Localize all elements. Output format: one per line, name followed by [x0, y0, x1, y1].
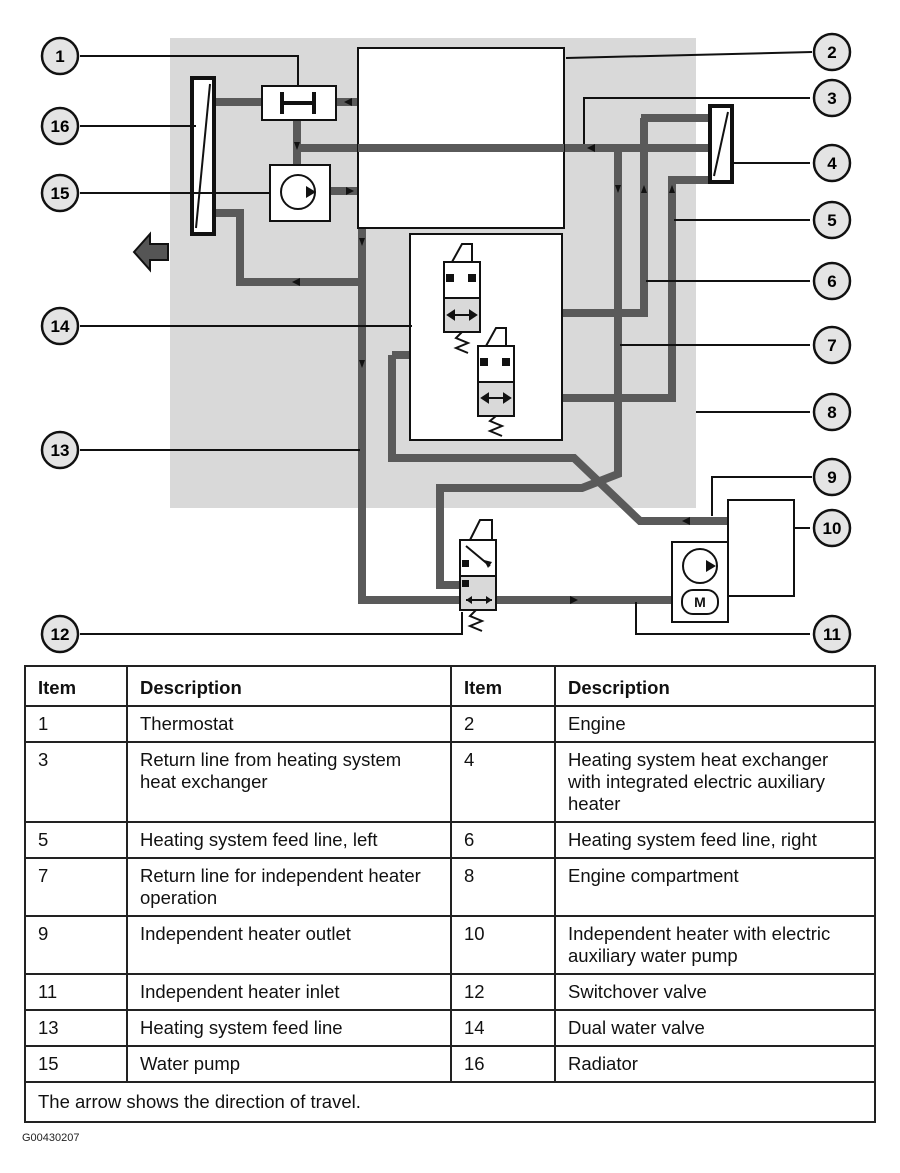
- item-description: Return line for independent heater opera…: [126, 857, 452, 917]
- item-description: Engine compartment: [554, 857, 876, 917]
- item-description: Dual water valve: [554, 1009, 876, 1047]
- callout-2: 2: [812, 32, 852, 72]
- item-description: Return line from heating system heat exc…: [126, 741, 452, 823]
- engine-block: [357, 47, 565, 229]
- motor-label: M: [694, 594, 706, 610]
- callout-16: 16: [40, 106, 80, 146]
- item-number: 16: [450, 1045, 556, 1083]
- item-description: Radiator: [554, 1045, 876, 1083]
- svg-text:6: 6: [827, 272, 836, 291]
- item-number: 1: [24, 705, 128, 743]
- callout-6: 6: [812, 261, 852, 301]
- svg-text:10: 10: [823, 519, 842, 538]
- item-number: 9: [24, 915, 128, 975]
- flow-arrows: [292, 98, 690, 604]
- legend-row: 5 Heating system feed line, left 6 Heati…: [24, 821, 876, 859]
- callout-13: 13: [40, 430, 80, 470]
- item-number: 13: [24, 1009, 128, 1047]
- legend-row: 3 Return line from heating system heat e…: [24, 741, 876, 823]
- coolant-pipes: [214, 98, 730, 604]
- item-description: Engine: [554, 705, 876, 743]
- item-description: Thermostat: [126, 705, 452, 743]
- item-number: 8: [450, 857, 556, 917]
- svg-text:4: 4: [827, 154, 837, 173]
- svg-text:16: 16: [51, 117, 70, 136]
- callout-12: 12: [40, 614, 80, 654]
- item-description: Switchover valve: [554, 973, 876, 1011]
- item-number: 15: [24, 1045, 128, 1083]
- item-description: Independent heater inlet: [126, 973, 452, 1011]
- callout-10: 10: [812, 508, 852, 548]
- item-description: Independent heater outlet: [126, 915, 452, 975]
- legend-row: 15 Water pump 16 Radiator: [24, 1045, 876, 1083]
- item-description: Water pump: [126, 1045, 452, 1083]
- item-number: 7: [24, 857, 128, 917]
- svg-text:13: 13: [51, 441, 70, 460]
- header-item: Item: [450, 665, 556, 707]
- item-number: 4: [450, 741, 556, 823]
- callout-8: 8: [812, 392, 852, 432]
- leader-lines: [80, 51, 813, 635]
- item-description: Heating system feed line, right: [554, 821, 876, 859]
- svg-text:7: 7: [827, 336, 836, 355]
- header-item: Item: [24, 665, 128, 707]
- svg-text:8: 8: [827, 403, 836, 422]
- independent-heater: [727, 499, 795, 597]
- figure-id: G00430207: [22, 1132, 80, 1144]
- callout-15: 15: [40, 173, 80, 213]
- svg-text:2: 2: [827, 43, 836, 62]
- svg-text:14: 14: [51, 317, 70, 336]
- legend-row: 11 Independent heater inlet 12 Switchove…: [24, 973, 876, 1011]
- item-number: 2: [450, 705, 556, 743]
- legend-note-row: The arrow shows the direction of travel.: [24, 1081, 876, 1123]
- svg-text:5: 5: [827, 211, 836, 230]
- cooling-circuit-diagram: M 1 16 15 14 13: [40, 32, 852, 654]
- legend-row: 9 Independent heater outlet 10 Independe…: [24, 915, 876, 975]
- item-description: Heating system feed line: [126, 1009, 452, 1047]
- svg-text:12: 12: [51, 625, 70, 644]
- callout-4: 4: [812, 143, 852, 183]
- legend-row: 1 Thermostat 2 Engine: [24, 705, 876, 743]
- legend-table: Item Description Item Description 1 Ther…: [24, 665, 876, 1123]
- svg-text:3: 3: [827, 89, 836, 108]
- item-description: Heating system feed line, left: [126, 821, 452, 859]
- header-description: Description: [126, 665, 452, 707]
- switchover-valve: [459, 519, 497, 632]
- legend-header-row: Item Description Item Description: [24, 665, 876, 707]
- svg-text:15: 15: [51, 184, 70, 203]
- svg-text:9: 9: [827, 468, 836, 487]
- direction-note: The arrow shows the direction of travel.: [24, 1081, 876, 1123]
- header-description: Description: [554, 665, 876, 707]
- legend-row: 13 Heating system feed line 14 Dual wate…: [24, 1009, 876, 1047]
- item-number: 12: [450, 973, 556, 1011]
- svg-text:11: 11: [823, 625, 841, 644]
- item-number: 11: [24, 973, 128, 1011]
- callout-1: 1: [40, 36, 80, 76]
- svg-text:1: 1: [55, 47, 64, 66]
- item-number: 5: [24, 821, 128, 859]
- callout-14: 14: [40, 306, 80, 346]
- item-number: 14: [450, 1009, 556, 1047]
- callout-11: 11: [812, 614, 852, 654]
- callout-9: 9: [812, 457, 852, 497]
- direction-of-travel-arrow: [132, 231, 169, 273]
- legend-row: 7 Return line for independent heater ope…: [24, 857, 876, 917]
- callout-5: 5: [812, 200, 852, 240]
- item-number: 10: [450, 915, 556, 975]
- item-number: 3: [24, 741, 128, 823]
- item-description: Independent heater with electric auxilia…: [554, 915, 876, 975]
- callout-7: 7: [812, 325, 852, 365]
- callout-3: 3: [812, 78, 852, 118]
- item-description: Heating system heat exchanger with integ…: [554, 741, 876, 823]
- item-number: 6: [450, 821, 556, 859]
